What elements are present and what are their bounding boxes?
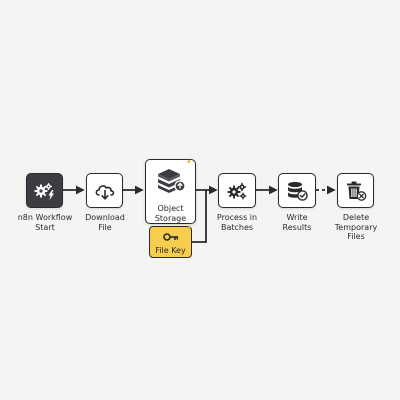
cloud-download-icon	[95, 184, 114, 200]
file-key-label: File Key	[155, 246, 186, 255]
delete-temp-files-label: Delete Temporary Files	[334, 213, 378, 241]
process-batches-node[interactable]	[218, 173, 256, 208]
gears-icon	[227, 182, 247, 199]
download-file-node[interactable]	[86, 173, 123, 208]
sparkle-icon: ✦	[186, 224, 192, 232]
delete-temp-files-node[interactable]	[337, 173, 374, 208]
workflow-start-node[interactable]	[26, 173, 63, 208]
write-results-node[interactable]	[278, 173, 316, 208]
download-file-label: Download File	[85, 213, 125, 232]
stacked-layers-icon	[158, 169, 186, 193]
database-check-icon	[288, 181, 308, 201]
key-icon	[163, 233, 179, 241]
object-storage-node[interactable]: Object Storage	[145, 159, 196, 224]
gears-bolt-icon	[34, 182, 54, 200]
trash-icon	[346, 181, 366, 201]
write-results-label: Write Results	[282, 213, 312, 232]
arrow-filekey-to-process	[192, 190, 207, 243]
process-batches-label: Process in Batches	[216, 213, 258, 232]
file-key-node[interactable]: File Key	[149, 226, 192, 258]
sparkle-icon: ✦	[186, 158, 192, 166]
object-storage-label: Object Storage	[154, 204, 187, 223]
workflow-start-label: n8n Workflow Start	[17, 213, 73, 232]
